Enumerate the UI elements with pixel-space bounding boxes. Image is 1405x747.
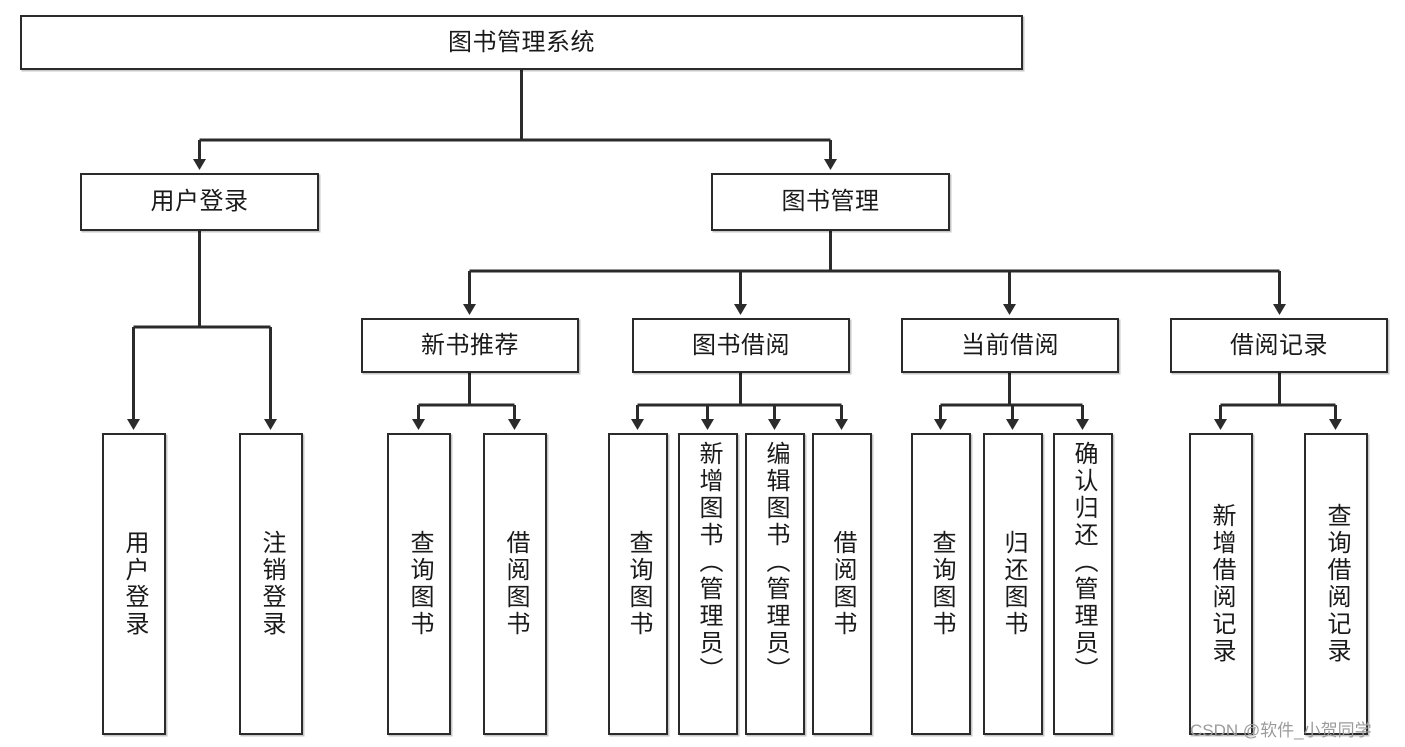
node-new-book-recommend[interactable]: 新书推荐	[361, 318, 579, 373]
node-root-label: 图书管理系统	[448, 28, 595, 56]
node-leaf-query-book-2[interactable]: 查询图书	[608, 433, 668, 735]
node-leaf-confirm-return-label: 确认归还（管理员）	[1070, 441, 1097, 684]
node-new-book-recommend-label: 新书推荐	[421, 331, 519, 359]
node-current-borrow-label: 当前借阅	[961, 331, 1059, 359]
node-leaf-edit-book-label: 编辑图书（管理员）	[762, 441, 789, 684]
node-leaf-query-record-label: 查询借阅记录	[1323, 503, 1350, 665]
node-root[interactable]: 图书管理系统	[20, 15, 1023, 70]
node-leaf-logout[interactable]: 注销登录	[239, 433, 303, 735]
node-user-login-label: 用户登录	[150, 188, 249, 215]
node-leaf-logout-label: 注销登录	[258, 530, 285, 638]
edges-user-login-leaves	[127, 231, 277, 430]
node-leaf-user-login-label: 用户登录	[121, 530, 148, 638]
edges-book-borrow-leaves	[631, 373, 848, 430]
node-leaf-add-book[interactable]: 新增图书（管理员）	[678, 433, 738, 735]
node-leaf-query-book-2-label: 查询图书	[625, 530, 652, 638]
node-leaf-query-book-3[interactable]: 查询图书	[911, 433, 971, 735]
node-book-borrow-label: 图书借阅	[692, 331, 790, 359]
edges-borrow-record-leaves	[1214, 373, 1342, 430]
node-book-manage-label: 图书管理	[781, 188, 880, 215]
node-leaf-query-book-1[interactable]: 查询图书	[387, 433, 451, 735]
node-leaf-borrow-book-2-label: 借阅图书	[829, 530, 856, 638]
node-leaf-query-book-1-label: 查询图书	[406, 530, 433, 638]
node-leaf-user-login[interactable]: 用户登录	[102, 433, 166, 735]
node-leaf-query-record[interactable]: 查询借阅记录	[1304, 433, 1368, 735]
node-leaf-add-record[interactable]: 新增借阅记录	[1189, 433, 1253, 735]
node-leaf-query-book-3-label: 查询图书	[928, 530, 955, 638]
edges-book-manage-level3	[463, 231, 1286, 315]
node-leaf-borrow-book-1-label: 借阅图书	[502, 530, 529, 638]
node-leaf-confirm-return[interactable]: 确认归还（管理员）	[1053, 433, 1113, 735]
edges-new-book-leaves	[412, 373, 521, 430]
node-leaf-add-book-label: 新增图书（管理员）	[695, 441, 722, 684]
node-leaf-borrow-book-1[interactable]: 借阅图书	[483, 433, 547, 735]
edges-root-level2	[193, 70, 837, 170]
node-borrow-record-label: 借阅记录	[1230, 331, 1328, 359]
csdn-watermark: CSDN @软件_小贺同学	[1190, 721, 1372, 740]
node-leaf-borrow-book-2[interactable]: 借阅图书	[812, 433, 872, 735]
node-leaf-add-record-label: 新增借阅记录	[1208, 503, 1235, 665]
node-book-borrow[interactable]: 图书借阅	[632, 318, 850, 373]
node-leaf-edit-book[interactable]: 编辑图书（管理员）	[745, 433, 805, 735]
node-user-login[interactable]: 用户登录	[80, 173, 319, 231]
node-borrow-record[interactable]: 借阅记录	[1170, 318, 1388, 373]
node-book-manage[interactable]: 图书管理	[711, 173, 950, 231]
node-leaf-return-book[interactable]: 归还图书	[983, 433, 1043, 735]
node-leaf-return-book-label: 归还图书	[1000, 530, 1027, 638]
edges-current-borrow-leaves	[934, 373, 1089, 430]
node-current-borrow[interactable]: 当前借阅	[901, 318, 1119, 373]
